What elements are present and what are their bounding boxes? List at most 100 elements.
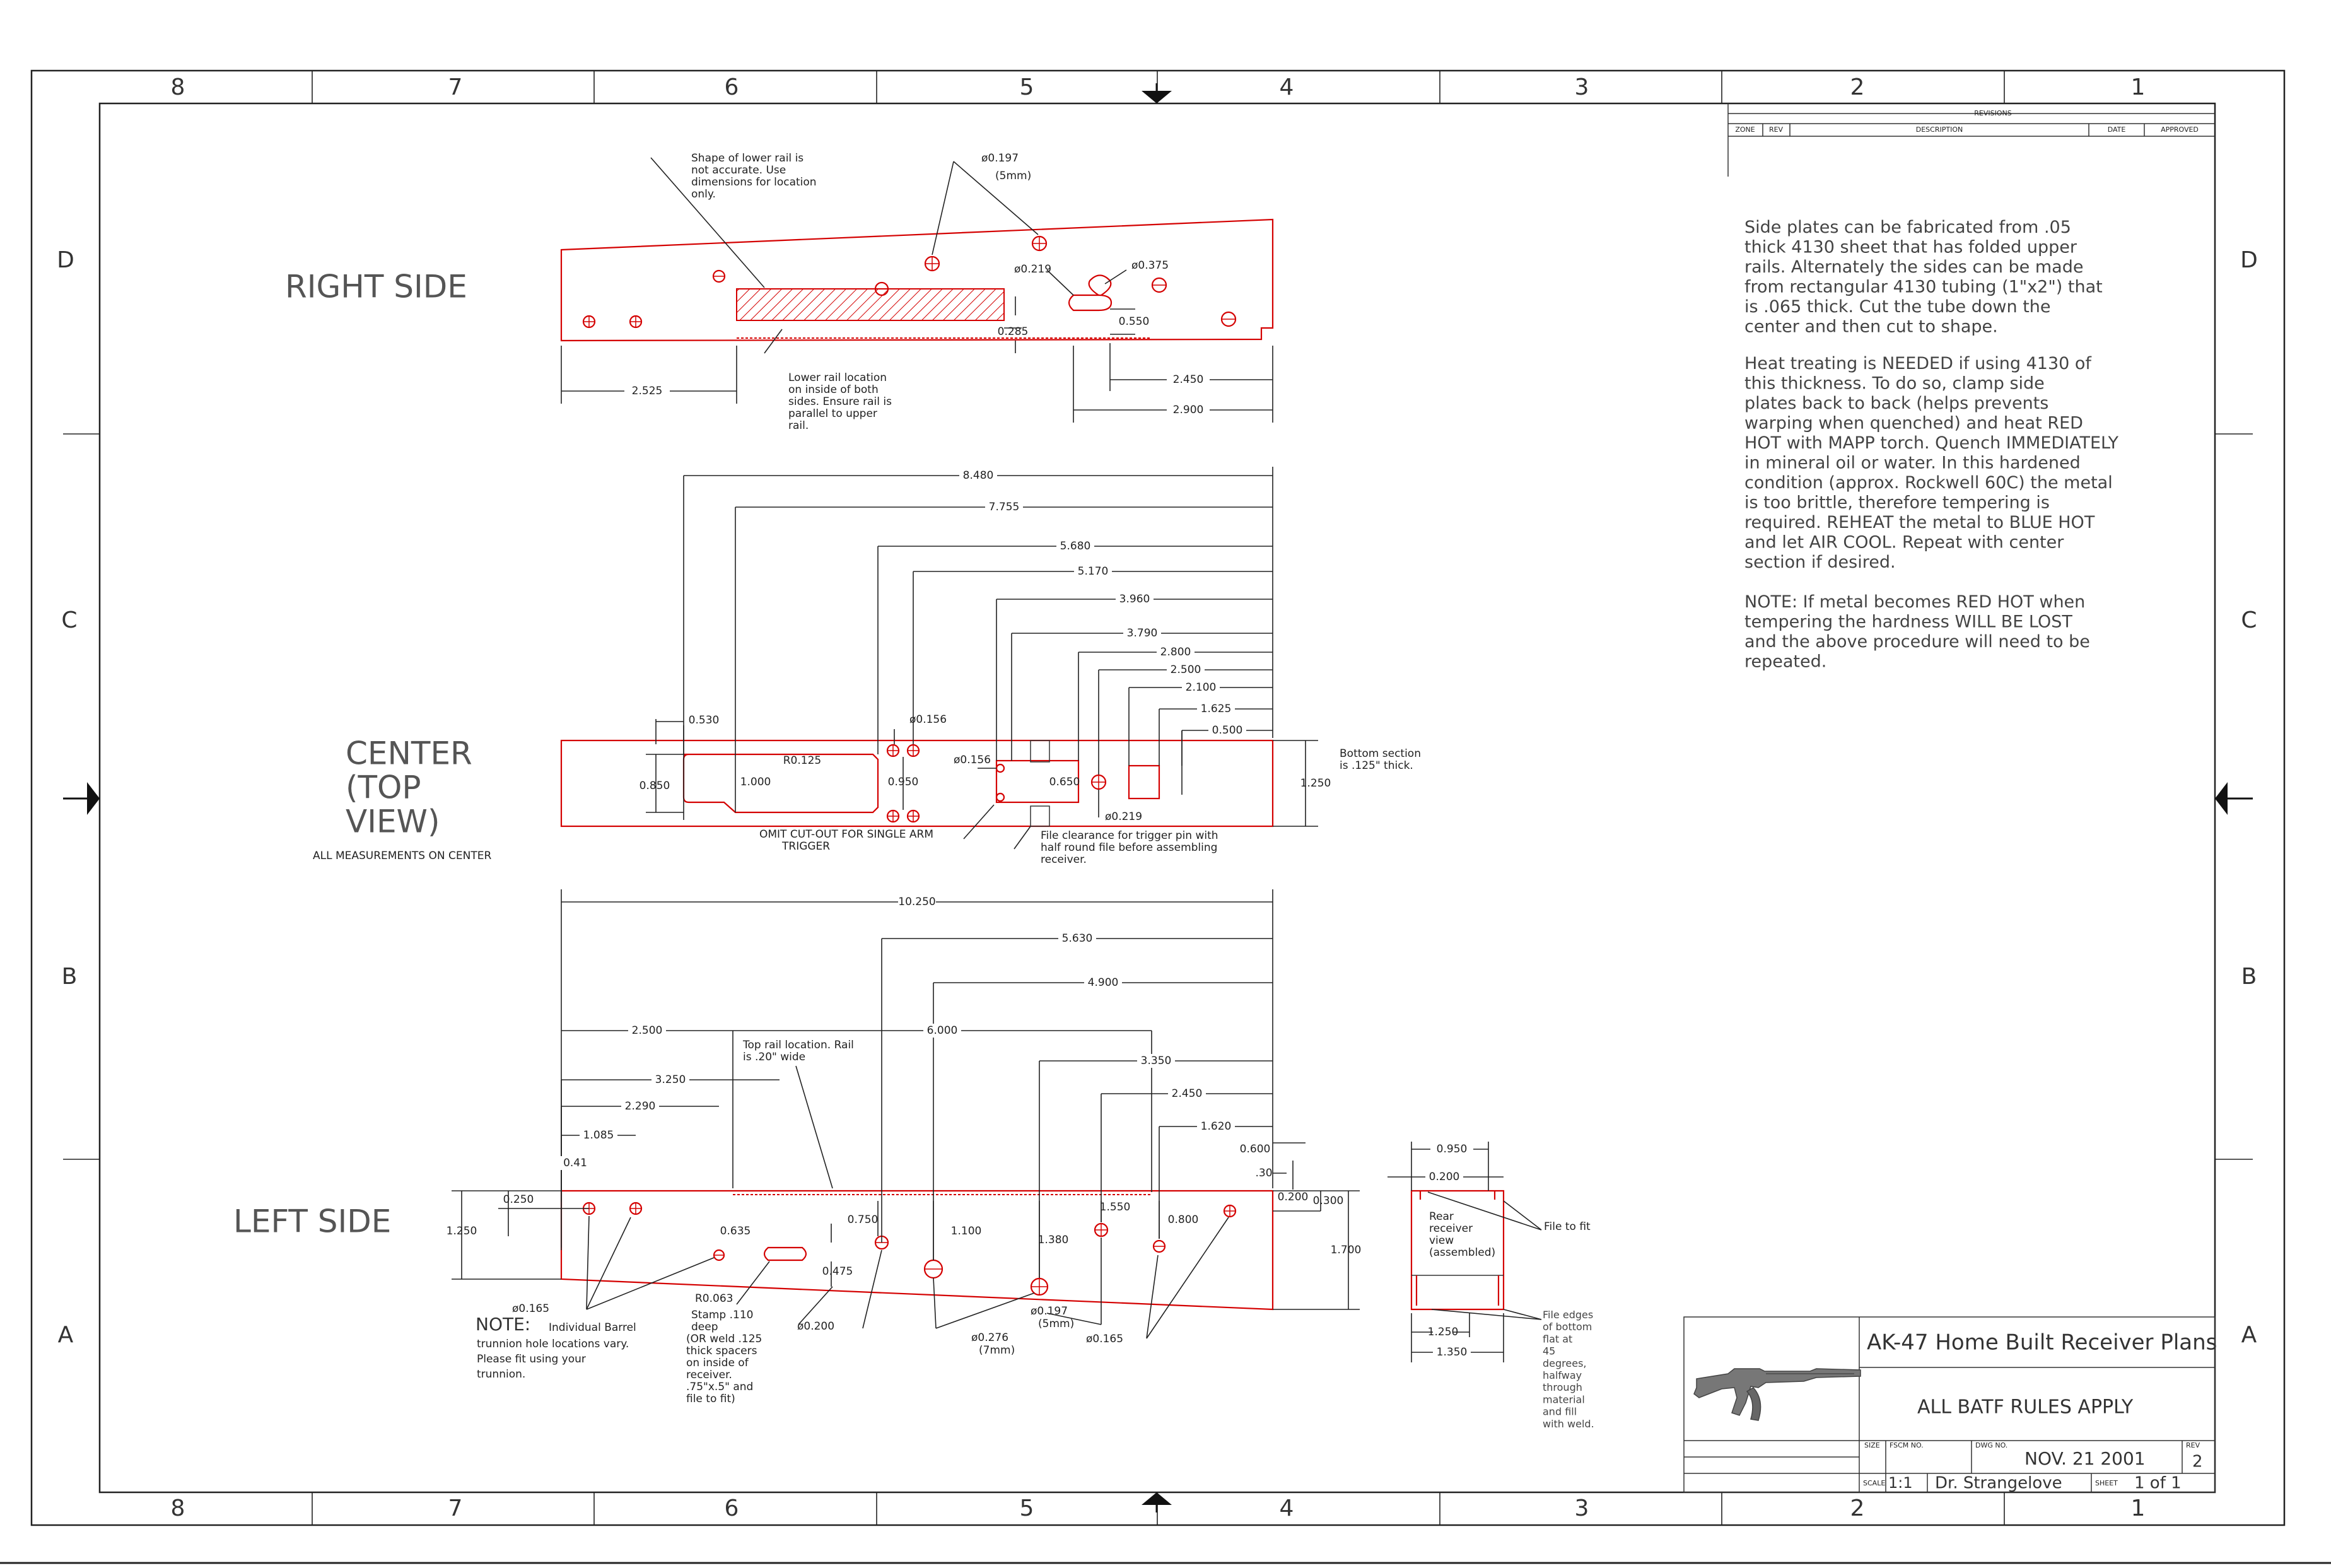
dim-750: 0.750 bbox=[848, 1214, 879, 1226]
edges-note-line-4: 45 bbox=[1543, 1345, 1555, 1357]
callout-shape-line2: not accurate. Use bbox=[691, 164, 786, 177]
dim-2450: 2.450 bbox=[1173, 373, 1204, 386]
dim-1000: 1.000 bbox=[740, 776, 771, 788]
center-dim-530: 0.530 bbox=[689, 714, 720, 727]
center-dim-10: 0.500 bbox=[1212, 724, 1243, 737]
center-dim-5: 3.790 bbox=[1127, 627, 1158, 640]
tb-rev: 2 bbox=[2192, 1453, 2203, 1471]
zone-col-7: 7 bbox=[448, 74, 463, 100]
zone-col-8: 8 bbox=[171, 74, 185, 100]
dim-250-left: 0.250 bbox=[503, 1193, 534, 1206]
zone-col-1-bottom: 1 bbox=[2131, 1495, 2146, 1521]
dim-300: 0.300 bbox=[1313, 1195, 1344, 1207]
dim-30: .30 bbox=[1255, 1167, 1272, 1179]
dim-650: 0.650 bbox=[1049, 776, 1080, 788]
notes-p2-line-9: required. REHEAT the metal to BLUE HOT bbox=[1744, 513, 2095, 532]
dim-hole-dia: ø0.197 bbox=[981, 152, 1019, 165]
note-head: NOTE: bbox=[476, 1314, 530, 1335]
notes-p1-line-3: rails. Alternately the sides can be made bbox=[1744, 257, 2083, 277]
view-title-center-1: CENTER bbox=[346, 735, 472, 772]
zone-row-b-right: B bbox=[2241, 964, 2257, 990]
edges-note-line-7: through bbox=[1543, 1381, 1582, 1393]
dim-285: 0.285 bbox=[998, 325, 1029, 338]
view-title-center-2: (TOP bbox=[346, 769, 421, 806]
notes-p2-line-11: section if desired. bbox=[1744, 553, 1896, 572]
rear-label-4: (assembled) bbox=[1429, 1246, 1495, 1259]
dim-1380: 1.380 bbox=[1038, 1234, 1069, 1246]
stamp-note-6: receiver. bbox=[686, 1369, 732, 1381]
view-title-center-3: VIEW) bbox=[346, 804, 440, 840]
center-dim-4: 3.960 bbox=[1119, 593, 1150, 606]
zone-col-6: 6 bbox=[725, 74, 739, 100]
stamp-note-5: on inside of bbox=[686, 1357, 749, 1369]
note-body-3: Please fit using your bbox=[477, 1353, 586, 1366]
file-to-fit: File to fit bbox=[1544, 1220, 1591, 1233]
zone-col-6-bottom: 6 bbox=[725, 1495, 739, 1521]
edges-note-line-10: with weld. bbox=[1543, 1418, 1594, 1430]
stamp-note-2: deep bbox=[691, 1321, 718, 1333]
dim-dia-219: ø0.219 bbox=[1014, 263, 1051, 276]
dim-dia-165-a: ø0.165 bbox=[512, 1302, 549, 1315]
callout-rail-line5: rail. bbox=[788, 419, 809, 432]
dim-dia-276: ø0.276 bbox=[971, 1331, 1008, 1344]
notes-p2-line-2: this thickness. To do so, clamp side bbox=[1744, 374, 2045, 394]
left-dim-11: 0.41 bbox=[563, 1157, 587, 1169]
tb-scale-label: SCALE bbox=[1863, 1479, 1885, 1487]
zone-col-5: 5 bbox=[1020, 74, 1034, 100]
callout-shape-line4: only. bbox=[691, 188, 716, 201]
omit-note-line1: OMIT CUT-OUT FOR SINGLE ARM bbox=[759, 828, 933, 841]
dim-dia-165-b: ø0.165 bbox=[1086, 1333, 1123, 1345]
zone-row-a-right: A bbox=[2241, 1322, 2257, 1348]
center-part bbox=[560, 739, 1274, 828]
dim-850: 0.850 bbox=[640, 780, 670, 792]
zone-row-d: D bbox=[57, 247, 74, 273]
zone-col-1: 1 bbox=[2131, 74, 2146, 100]
rev-col-zone: ZONE bbox=[1735, 126, 1755, 134]
center-dim-3: 5.170 bbox=[1078, 565, 1109, 578]
zone-col-5-bottom: 5 bbox=[1020, 1495, 1034, 1521]
tb-dwg-no: NOV. 21 2001 bbox=[2024, 1448, 2146, 1469]
rev-col-date: DATE bbox=[2108, 126, 2126, 134]
title-block-title: AK-47 Home Built Receiver Plans bbox=[1867, 1330, 2217, 1355]
edges-note-line-9: and fill bbox=[1543, 1406, 1577, 1418]
edges-note-line-2: of bottom bbox=[1543, 1321, 1592, 1333]
file-note-line2: half round file before assembling bbox=[1041, 841, 1217, 854]
edges-note-line-5: degrees, bbox=[1543, 1357, 1587, 1369]
dim-1700: 1.700 bbox=[1331, 1244, 1362, 1256]
left-dim-1: 5.630 bbox=[1062, 932, 1093, 945]
stamp-note-7: .75"x.5" and bbox=[686, 1381, 753, 1393]
note-body-2: trunnion hole locations vary. bbox=[477, 1338, 629, 1350]
dim-1250-left: 1.250 bbox=[447, 1225, 477, 1237]
zone-row-a: A bbox=[58, 1322, 74, 1348]
left-dim-0: 10.250 bbox=[898, 896, 935, 908]
callout-rail-line2: on inside of both bbox=[788, 383, 879, 396]
tb-sheet-label: SHEET bbox=[2095, 1479, 2118, 1487]
note-body-4: trunnion. bbox=[477, 1368, 525, 1381]
notes-p2-line-5: HOT with MAPP torch. Quench IMMEDIATELY bbox=[1744, 433, 2119, 453]
dim-200-rear: 0.200 bbox=[1429, 1171, 1460, 1183]
rev-col-description: DESCRIPTION bbox=[1916, 126, 1963, 134]
tb-author: Dr. Strangelove bbox=[1935, 1474, 2062, 1493]
omit-note-line2: TRIGGER bbox=[781, 840, 830, 853]
left-dim-4: 2.500 bbox=[632, 1024, 663, 1037]
callout-rail-line3: sides. Ensure rail is bbox=[788, 395, 892, 408]
left-dim-8: 2.290 bbox=[625, 1100, 656, 1113]
left-dim-9: 1.620 bbox=[1201, 1120, 1232, 1133]
notes-p2-line-7: condition (approx. Rockwell 60C) the met… bbox=[1744, 473, 2113, 493]
edges-note-line-3: flat at bbox=[1543, 1333, 1572, 1345]
file-note-line1: File clearance for trigger pin with bbox=[1041, 829, 1218, 842]
title-block-subtitle: ALL BATF RULES APPLY bbox=[1917, 1396, 2134, 1419]
tb-fscm-label: FSCM NO. bbox=[1890, 1441, 1924, 1449]
revisions-title: REVISIONS bbox=[1974, 109, 2011, 117]
top-rail-note-line1: Top rail location. Rail bbox=[742, 1039, 854, 1051]
zone-row-c: C bbox=[61, 607, 77, 633]
callout-shape-line1: Shape of lower rail is bbox=[691, 152, 803, 165]
center-dim-2: 5.680 bbox=[1060, 540, 1091, 553]
dim-dia-156-a: ø0.156 bbox=[909, 713, 947, 726]
dim-1250-center: 1.250 bbox=[1300, 777, 1331, 790]
notes-p3-line-4: repeated. bbox=[1744, 652, 1826, 672]
dim-950-rear: 0.950 bbox=[1437, 1143, 1468, 1156]
stamp-note-4: thick spacers bbox=[686, 1345, 757, 1357]
zone-col-3-bottom: 3 bbox=[1575, 1495, 1589, 1521]
